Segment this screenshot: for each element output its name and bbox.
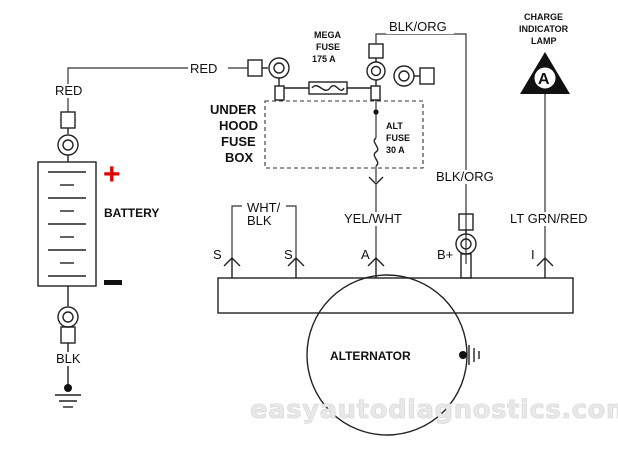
red-wire: RED RED	[50, 61, 248, 112]
mega-fuse-label-line2: FUSE	[316, 42, 340, 52]
blk-org-top-connector	[366, 43, 386, 86]
yel-wht-label: YEL/WHT	[344, 211, 402, 226]
terminal-s2-label: S	[284, 247, 293, 262]
battery-plus-sign: +	[103, 158, 121, 191]
alternator-label: ALTERNATOR	[330, 349, 411, 363]
blk-org-label-right: BLK/ORG	[436, 169, 494, 184]
blk-org-label-top: BLK/ORG	[389, 19, 447, 34]
lt-grn-red-label: LT GRN/RED	[510, 211, 588, 226]
terminal-s1-label: S	[213, 247, 222, 262]
fuse-box-output-ring-terminal	[393, 65, 435, 87]
lamp-symbol: A	[538, 71, 550, 88]
mega-fuse-label-line1: MEGA	[314, 30, 342, 40]
alt-fuse: ALT FUSE 30 A	[373, 100, 410, 182]
battery-positive-terminal	[57, 111, 79, 162]
blk-wire-label: BLK	[56, 351, 81, 366]
alt-fuse-label-line2: FUSE	[386, 133, 410, 143]
battery-symbol	[37, 161, 97, 287]
wht-blk-label-line1: WHT/	[247, 200, 281, 215]
alt-fuse-label-line3: 30 A	[386, 145, 405, 155]
ground-icon	[55, 384, 81, 408]
red-wire-label-top: RED	[190, 61, 217, 76]
fuse-box-label-line2: HOOD	[219, 118, 258, 133]
charge-indicator-lamp: CHARGE INDICATOR LAMP A	[519, 12, 570, 94]
terminal-b-plus-label: B+	[437, 247, 453, 262]
fuse-box-label-line3: FUSE	[221, 134, 256, 149]
fuse-box-label-line1: UNDER	[210, 102, 257, 117]
mega-fuse-label-line3: 175 A	[312, 54, 336, 64]
under-hood-fuse-box	[264, 100, 424, 169]
battery-negative-terminal	[57, 286, 79, 385]
terminal-i-label: I	[531, 247, 535, 262]
watermark: easyautodiagnostics.com	[250, 395, 618, 425]
terminal-a-label: A	[361, 247, 370, 262]
lamp-label-line2: INDICATOR	[519, 24, 569, 34]
lamp-label-line3: LAMP	[531, 36, 557, 46]
mega-fuse-input-connector	[247, 57, 290, 79]
red-wire-label-left: RED	[55, 83, 82, 98]
battery-label: BATTERY	[104, 206, 159, 220]
alternator-terminal-strip	[217, 277, 574, 314]
mega-fuse: MEGA FUSE 175 A	[274, 30, 381, 101]
alt-fuse-label-line1: ALT	[386, 121, 403, 131]
wht-blk-wire: WHT/ BLK	[231, 200, 297, 258]
battery-minus-sign	[104, 280, 122, 285]
alternator-ground-icon	[459, 345, 480, 365]
lamp-label-line1: CHARGE	[524, 12, 563, 22]
wht-blk-label-line2: BLK	[247, 213, 272, 228]
blk-org-wire: BLK/ORG BLK/ORG	[375, 19, 498, 264]
fuse-box-label-line4: BOX	[225, 150, 254, 165]
